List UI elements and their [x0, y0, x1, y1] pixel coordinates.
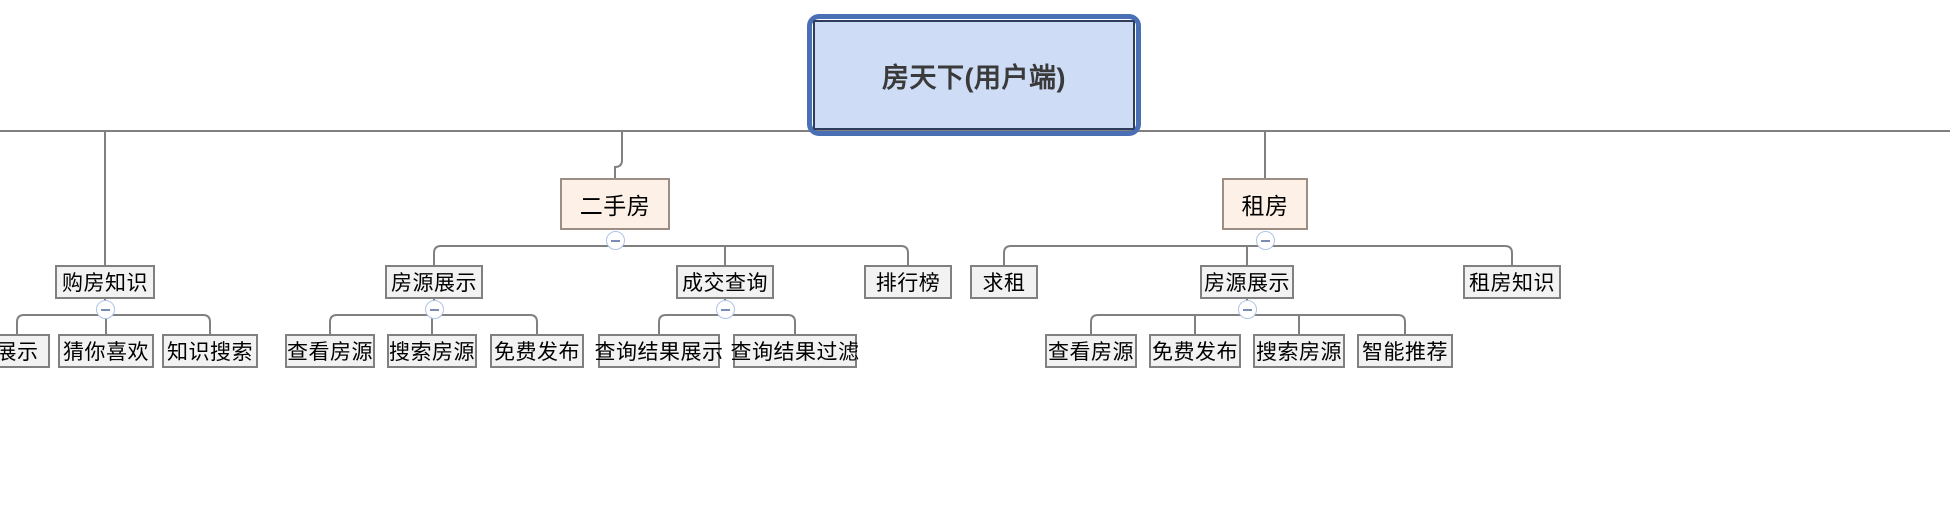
node-chengjiaocx[interactable]: 成交查询: [676, 265, 774, 299]
collapse-toggle-fangyuanzs-2[interactable]: [1237, 300, 1257, 319]
node-zhishisousuo[interactable]: 知识搜索: [162, 334, 258, 368]
node-zufang[interactable]: 租房: [1222, 178, 1308, 230]
node-chakanfy-1[interactable]: 查看房源: [285, 334, 375, 368]
collapse-toggle-chengjiaocx[interactable]: [715, 300, 735, 319]
node-zhinengtj[interactable]: 智能推荐: [1357, 334, 1453, 368]
node-mianfeifb-1[interactable]: 免费发布: [490, 334, 584, 368]
node-chakanfy-2[interactable]: 查看房源: [1045, 334, 1137, 368]
node-cxjgguolv[interactable]: 查询结果过滤: [731, 334, 859, 368]
collapse-toggle-goufangzhishi[interactable]: [95, 300, 115, 319]
node-zhanshi[interactable]: 展示: [0, 334, 50, 368]
node-sousuofy-1[interactable]: 搜索房源: [387, 334, 477, 368]
node-ershoufang[interactable]: 二手房: [560, 178, 670, 230]
node-fangyuanzs-2[interactable]: 房源展示: [1200, 265, 1294, 299]
node-cainixihuan[interactable]: 猜你喜欢: [58, 334, 154, 368]
node-sousuofy-2[interactable]: 搜索房源: [1253, 334, 1345, 368]
node-mianfeifb-2[interactable]: 免费发布: [1149, 334, 1241, 368]
collapse-toggle-ershoufang[interactable]: [605, 231, 625, 250]
root-selection-outline: [807, 14, 1141, 136]
collapse-toggle-fangyuanzs-1[interactable]: [424, 300, 444, 319]
node-cxjgzhanshi[interactable]: 查询结果展示: [595, 334, 723, 368]
root-node[interactable]: 房天下(用户端): [813, 20, 1135, 130]
collapse-toggle-zufang[interactable]: [1255, 231, 1275, 250]
node-fangyuanzs-1[interactable]: 房源展示: [385, 265, 483, 299]
node-paihangbang[interactable]: 排行榜: [864, 265, 952, 299]
node-goufangzhishi[interactable]: 购房知识: [55, 265, 155, 299]
node-zufangzhishi[interactable]: 租房知识: [1463, 265, 1561, 299]
node-qiuzu[interactable]: 求租: [970, 265, 1038, 299]
